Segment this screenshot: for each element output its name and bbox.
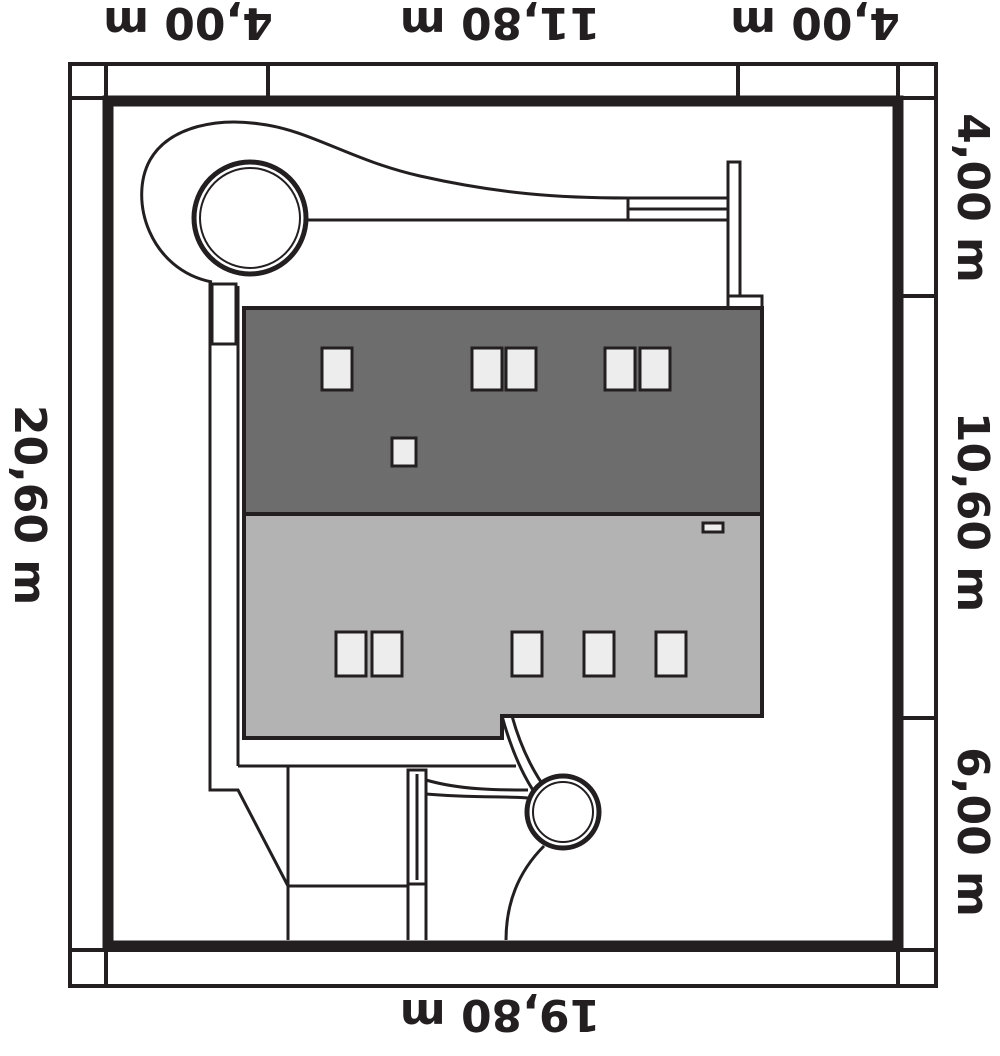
roof-vent <box>701 521 725 534</box>
roof-window-small <box>390 436 418 468</box>
dim-top-left: 4,00 m <box>103 0 273 48</box>
tree-circle-small-inner <box>532 781 594 843</box>
roof-window <box>504 346 538 392</box>
dim-top-center: 11,80 m <box>400 0 600 48</box>
dim-top-right: 4,00 m <box>730 0 900 48</box>
turning-loop <box>140 120 629 284</box>
plot-boundary <box>102 95 904 952</box>
garden-curve <box>504 844 546 941</box>
dim-right-top: 4,00 m <box>947 113 998 283</box>
entry-walk <box>425 778 529 792</box>
dim-right-middle: 10,60 m <box>947 412 998 612</box>
tree-circle-large-inner <box>199 167 301 269</box>
dim-bottom: 19,80 m <box>400 989 600 1040</box>
roof-window <box>370 630 404 678</box>
fence-post-left <box>210 282 238 346</box>
dimension-labels: 4,00 m 11,80 m 4,00 m 19,80 m 20,60 m 4,… <box>4 0 998 1040</box>
roof-window <box>510 630 544 678</box>
roof-window <box>320 346 354 392</box>
outer-frame <box>68 62 938 988</box>
roof-window <box>638 346 672 392</box>
roof-window <box>654 630 688 678</box>
roof-windows <box>320 346 725 678</box>
side-path-left <box>208 282 290 887</box>
entry-walk-2 <box>425 792 529 800</box>
dim-left: 20,60 m <box>4 405 55 605</box>
fence-elements <box>210 160 764 886</box>
roof-window <box>582 630 616 678</box>
roof-window <box>603 346 637 392</box>
gate-post <box>726 160 742 312</box>
round-features <box>191 159 602 851</box>
roof-dark-section <box>242 306 764 516</box>
roof-window <box>470 346 504 392</box>
house-roof <box>242 306 764 740</box>
roof-light-section <box>242 512 764 740</box>
roof-window <box>334 630 368 678</box>
dim-right-bottom: 6,00 m <box>947 747 998 917</box>
